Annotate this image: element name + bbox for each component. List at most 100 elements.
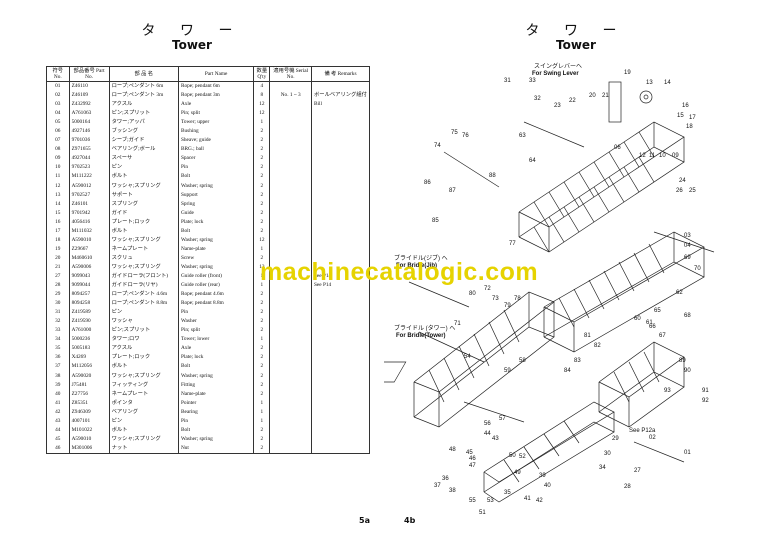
cell-qty: 1 (253, 398, 271, 408)
cell-name: Rope; pendant 8.8m (177, 299, 255, 309)
cell-no: 17 (46, 226, 70, 236)
cell-jp: ガイド (108, 208, 179, 218)
cell-name: Washer; spring (177, 434, 255, 444)
cell-qty: 2 (253, 163, 271, 173)
cell-jp: ワッシャ;スプリング (108, 235, 179, 245)
cell-rem (310, 353, 371, 363)
cell-pn: Z29667 (68, 244, 110, 254)
label-81: 81 (584, 333, 591, 339)
cell-name: Pin (177, 163, 255, 173)
cell-name: Bushing (177, 127, 255, 137)
cell-rem (310, 443, 371, 454)
label-48: 48 (449, 447, 456, 453)
page-number-right: 4b (404, 516, 416, 525)
cell-ser (269, 154, 312, 164)
cell-ser (269, 389, 312, 399)
cell-rem (310, 235, 371, 245)
cell-pn: Z971655 (68, 145, 110, 155)
cell-no: 33 (46, 326, 70, 336)
cell-qty: 12 (253, 235, 271, 245)
swing-lever-jp: スイングレバーへ (534, 62, 582, 70)
cell-jp: ワッシャ (108, 317, 179, 327)
label-45: 45 (466, 450, 473, 456)
cell-rem (310, 290, 371, 300)
label-29: 29 (612, 436, 619, 442)
cell-name: Bearing (177, 407, 255, 417)
cell-rem (310, 317, 371, 327)
cell-no: 35 (46, 344, 70, 354)
cell-rem (310, 208, 371, 218)
cell-qty: 2 (253, 380, 271, 390)
cell-pn: M101022 (68, 425, 110, 435)
cell-pn: 9702527 (68, 190, 110, 200)
cell-qty: 2 (253, 308, 271, 318)
cell-pn: 9099044 (68, 281, 110, 291)
cell-name: Bolt (177, 226, 255, 236)
cell-rem (310, 199, 371, 209)
cell-pn: M111032 (68, 226, 110, 236)
upper-tower-section (518, 121, 685, 253)
cell-pn: M112056 (68, 362, 110, 372)
label-36: 36 (442, 476, 449, 482)
cell-name: Nut (177, 443, 255, 454)
cell-qty: 2 (253, 299, 271, 309)
cell-no: 40 (46, 389, 70, 399)
guide-sheave (639, 90, 653, 104)
cell-no: 37 (46, 362, 70, 372)
cell-ser (269, 81, 312, 92)
cell-qty: 4 (253, 81, 271, 92)
cell-qty: 2 (253, 199, 271, 209)
cell-no: 10 (46, 163, 70, 173)
cell-qty: 1 (253, 271, 271, 282)
cell-ser (269, 190, 312, 200)
cell-no: 38 (46, 371, 70, 381)
cell-pn: 8094257 (68, 290, 110, 300)
cell-qty: 2 (253, 443, 271, 454)
label-66: 66 (649, 324, 656, 330)
cell-ser (269, 362, 312, 372)
cell-pn: Z46101 (68, 199, 110, 209)
cell-ser (269, 407, 312, 417)
cell-ser (269, 217, 312, 227)
cell-name: Axle (177, 344, 255, 354)
cell-qty: 2 (253, 217, 271, 227)
cell-pn: A590020 (68, 371, 110, 381)
cell-name: Pin (177, 308, 255, 318)
cell-rem (310, 145, 371, 155)
cell-qty: 2 (253, 181, 271, 191)
cell-qty: 2 (253, 353, 271, 363)
cell-rem: See P14 (310, 271, 371, 282)
cell-no: 44 (46, 425, 70, 435)
cell-jp: ブッシング (108, 127, 179, 137)
label-78: 78 (514, 296, 521, 302)
cell-name: Support (177, 190, 255, 200)
cell-pn: 4007101 (68, 416, 110, 426)
label-61: 61 (646, 320, 653, 326)
cell-qty: 2 (253, 190, 271, 200)
cell-ser (269, 244, 312, 254)
cell-no: 11 (46, 172, 70, 182)
cell-qty: 12 (253, 262, 271, 272)
label-62: 62 (676, 290, 683, 296)
label-30: 30 (604, 451, 611, 457)
cell-ser (269, 109, 312, 119)
cell-qty: 12 (253, 100, 271, 110)
label-63: 63 (519, 133, 526, 139)
cell-name: BRG.; ball (177, 145, 255, 155)
label-27: 27 (634, 468, 641, 474)
cell-name: Rope; pendant 4.6m (177, 290, 255, 300)
cell-ser (269, 226, 312, 236)
cell-pn: A761000 (68, 326, 110, 336)
label-68: 68 (684, 313, 691, 319)
cell-rem (310, 118, 371, 128)
header-part-no: 部品番号 Part No. (68, 66, 110, 82)
cell-rem (310, 190, 371, 200)
cell-jp: ワッシャ;スプリング (108, 262, 179, 272)
cell-name: Plate; lock (177, 217, 255, 227)
label-13: 13 (646, 80, 653, 86)
cell-jp: ピン (108, 308, 179, 318)
